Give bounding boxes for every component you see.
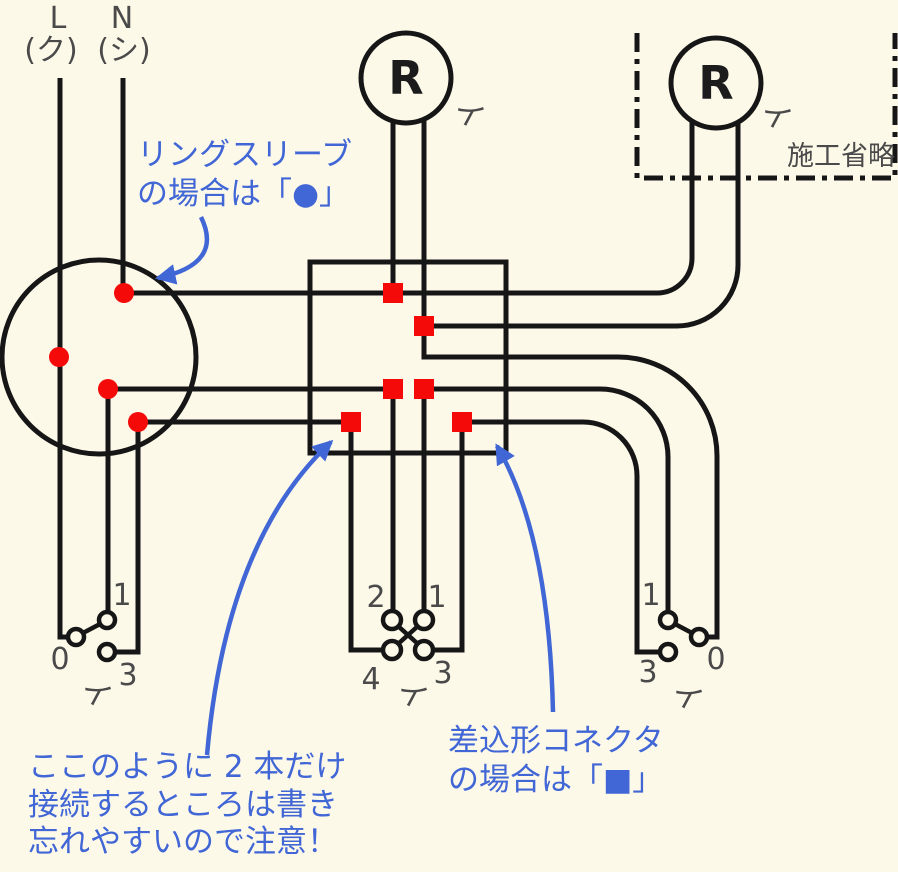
left-switch-terminal-1: [96, 609, 118, 631]
ring-note-arrow: [154, 216, 210, 285]
push-in-connector-marks: [341, 283, 472, 432]
push-in-connector-mark: [414, 379, 434, 399]
right-lamp-symbol: R: [698, 56, 733, 110]
middle-switch-terminal-2: [380, 608, 404, 632]
middle-switch-label-1: 1: [427, 580, 446, 615]
left-switch-label-1: 1: [112, 578, 131, 613]
wire-source-l-to-switch0: [57, 78, 68, 640]
ring-note-line1: リングスリーブ: [137, 137, 352, 173]
left-lamp-circuit-label: イ: [447, 93, 490, 138]
right-lamp-circuit-label: イ: [754, 95, 797, 140]
source-l-sub-label: (ク): [24, 33, 77, 68]
middle-switch-label-3: 3: [433, 656, 452, 691]
middle-switch-cross-b: [396, 624, 420, 646]
left-lamp-circle: [358, 30, 454, 126]
plug-note-line1: 差込形コネクタ: [448, 723, 664, 759]
middle-switch-label-4: 4: [361, 662, 380, 697]
wire-square4-to-right-switch1: [424, 386, 671, 612]
source-l-label: L: [50, 1, 67, 36]
push-in-connector-mark: [341, 412, 361, 432]
warn-note-line1: ここのように 2 本だけ: [28, 749, 346, 785]
ring-sleeve-mark: [98, 379, 118, 399]
right-switch-terminal-0: [688, 626, 710, 648]
wire-square5-to-mid-switch4: [348, 422, 383, 653]
right-switch-circuit-label: イ: [665, 675, 708, 720]
right-switch-label-3: 3: [638, 655, 657, 690]
push-in-connector-mark: [452, 412, 472, 432]
middle-switch-circuit-label: イ: [390, 673, 433, 718]
ring-note-line2: の場合は「●」: [137, 176, 350, 212]
source-n-sub-label: (シ): [97, 33, 150, 68]
right-switch-lever: [673, 622, 694, 635]
wire-square2-to-right-lamp: [424, 122, 741, 329]
wire-neutral-run: [124, 121, 695, 296]
right-switch: 1 3 0 イ: [638, 578, 725, 720]
right-lamp-circle: [668, 35, 764, 131]
ring-sleeve-mark: [49, 347, 69, 367]
push-in-connector-mark: [383, 379, 403, 399]
wire-square6-to-right-switch3: [462, 419, 660, 655]
left-switch-label-3: 3: [118, 658, 137, 693]
ring-sleeve-mark: [114, 283, 134, 303]
warn-note-line2: 接続するところは書き: [28, 787, 338, 823]
left-switch: 0 1 3 イ: [50, 578, 137, 717]
left-switch-terminal-3: [96, 641, 118, 663]
middle-switch-label-2: 2: [366, 580, 385, 615]
plug-note-line2: の場合は「■」: [448, 762, 663, 798]
right-switch-label-0: 0: [706, 642, 725, 677]
construction-omitted-label: 施工省略: [787, 141, 895, 172]
left-switch-circuit-label: イ: [74, 672, 117, 717]
wire-left-switch3-to-square5: [115, 419, 351, 655]
source-n-label: N: [111, 1, 133, 36]
plug-note-arrow: [495, 443, 556, 713]
ring-sleeve-mark: [128, 412, 148, 432]
wire-square6-to-mid-switch3: [433, 422, 465, 653]
middle-switch-terminal-3: [412, 638, 436, 662]
left-switch-label-0: 0: [50, 642, 69, 677]
ring-sleeve-junction-box: [0, 257, 199, 457]
warn-note-line3: 忘れやすいので注意！: [28, 824, 338, 860]
ring-sleeve-marks: [49, 283, 148, 432]
right-switch-terminal-1: [657, 609, 679, 631]
left-lamp-symbol: R: [388, 51, 423, 105]
right-switch-label-1: 1: [641, 578, 660, 613]
wire-left-lamp-to-right-switch0: [421, 120, 720, 640]
middle-switch-terminal-1: [412, 608, 436, 632]
push-in-connector-mark: [383, 283, 403, 303]
construction-omitted-boundary: [634, 33, 898, 181]
middle-switch-terminal-4: [380, 638, 404, 662]
left-switch-terminal-0: [65, 626, 87, 648]
right-switch-terminal-3: [657, 641, 679, 663]
push-in-connector-mark: [414, 316, 434, 336]
left-switch-lever: [81, 622, 102, 635]
warn-note-arrow: [204, 439, 334, 756]
